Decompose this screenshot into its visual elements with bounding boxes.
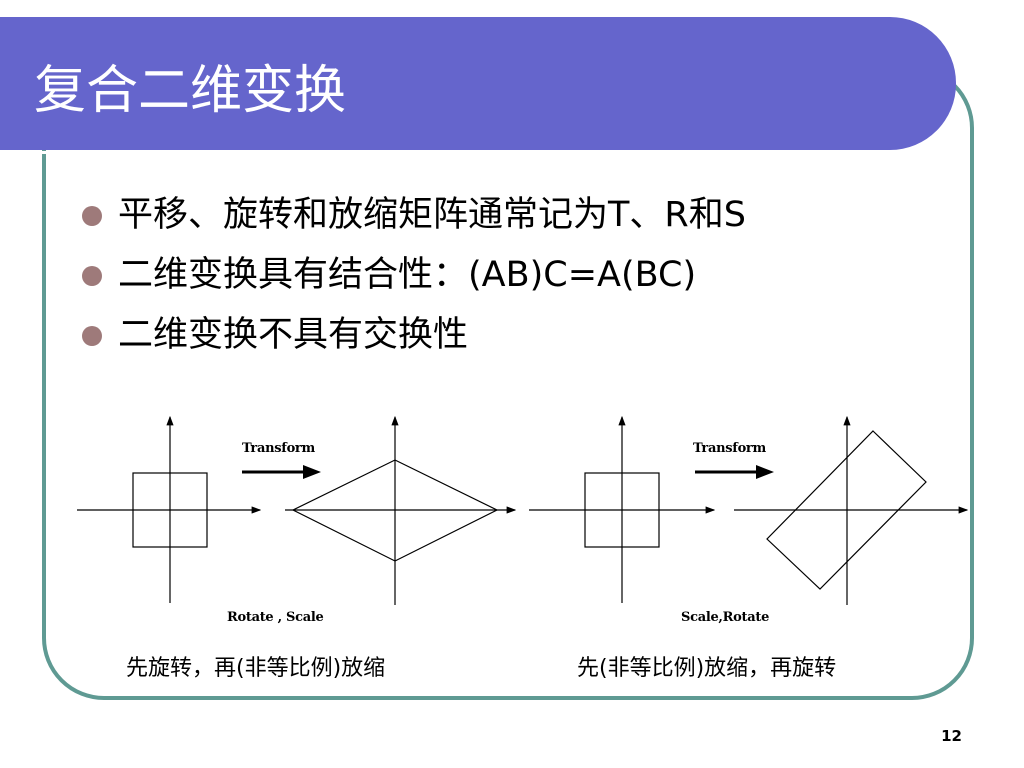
- arrow-label: Transform: [693, 441, 766, 456]
- bullet-dot-icon: [82, 326, 102, 346]
- slide-title: 复合二维变换: [34, 61, 347, 121]
- transform-arrow-head: [756, 465, 774, 479]
- transformed-rectangle: [766, 430, 927, 590]
- bullet-text: 二维变换具有结合性：(AB)C=A(BC): [118, 255, 697, 295]
- bullet-item: 二维变换不具有交换性: [80, 306, 746, 364]
- figure-scale-rotate-diagram: Transform Scale,Rotate: [529, 415, 969, 625]
- bullet-list: 平移、旋转和放缩矩阵通常记为T、R和S 二维变换具有结合性：(AB)C=A(BC…: [80, 186, 746, 366]
- arrow-label: Transform: [242, 441, 315, 456]
- page-number: 12: [941, 727, 962, 745]
- bullet-text: 二维变换不具有交换性: [118, 315, 469, 355]
- transformed-rhombus: [291, 459, 499, 562]
- figure-caption: 先旋转，再(非等比例)放缩: [126, 656, 386, 681]
- operation-label: Scale,Rotate: [681, 610, 769, 625]
- operation-label: Rotate , Scale: [227, 610, 324, 625]
- figure-caption: 先(非等比例)放缩，再旋转: [577, 656, 837, 681]
- bullet-dot-icon: [82, 206, 102, 226]
- original-square: [132, 472, 208, 548]
- bullet-item: 平移、旋转和放缩矩阵通常记为T、R和S: [80, 186, 746, 244]
- bullet-item: 二维变换具有结合性：(AB)C=A(BC): [80, 246, 746, 304]
- original-square: [584, 472, 660, 548]
- figure-rotate-scale-diagram: Transform Rotate , Scale: [77, 415, 517, 625]
- bullet-text: 平移、旋转和放缩矩阵通常记为T、R和S: [118, 195, 746, 235]
- title-bar: 复合二维变换: [0, 17, 956, 154]
- figure-scale-rotate: Transform Scale,Rotate: [527, 405, 972, 630]
- bullet-dot-icon: [82, 266, 102, 286]
- figure-rotate-scale: Transform Rotate , Scale: [75, 405, 520, 630]
- title-underline: [0, 151, 906, 154]
- transform-arrow-head: [303, 465, 321, 479]
